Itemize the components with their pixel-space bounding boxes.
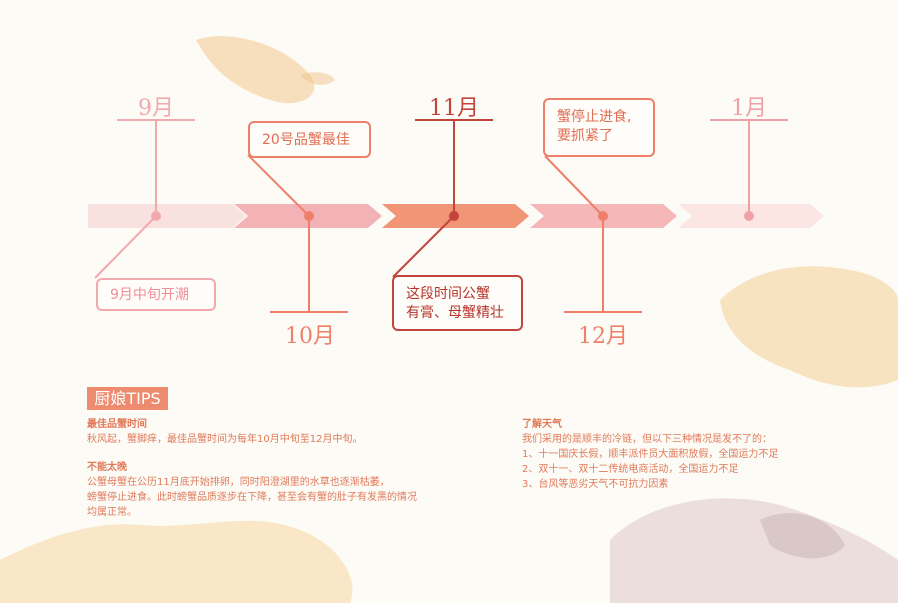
note-text-dec-line1: 蟹停止进食, (557, 109, 632, 125)
tips-late-title: 不能太晚 (87, 462, 127, 473)
tips-weather-line: 2、双十一、双十二传统电商活动，全国运力不足 (522, 464, 739, 475)
note-bubble-sep: 9月中旬开潮 (96, 278, 216, 311)
month-label-jan: 1月 (731, 96, 767, 121)
tips-weather: 了解天气 我们采用的是顺丰的冷链，但以下三种情况是发不了的： 1、十一国庆长假，… (522, 417, 852, 492)
note-text-sep: 9月中旬开潮 (110, 287, 189, 303)
tips-late: 不能太晚 公蟹母蟹在公历11月底开始排卵，同时阳澄湖里的水草也逐渐枯萎， 螃蟹停… (87, 460, 507, 520)
month-label-dec: 12月 (578, 324, 628, 349)
note-text-oct: 20号品蟹最佳 (262, 132, 350, 148)
tips-weather-line: 3、台风等恶劣天气不可抗力因素 (522, 479, 669, 490)
arrow-segment-sep (88, 204, 246, 228)
tips-weather-line: 1、十一国庆长假，顺丰派件员大面积放假，全国运力不足 (522, 449, 779, 460)
note-text-nov-line2: 有膏、母蟹精壮 (406, 305, 504, 321)
watercolor-decoration (0, 36, 898, 603)
month-label-nov: 11月 (429, 96, 479, 121)
tips-late-line: 均属正常。 (87, 507, 137, 518)
note-bubble-dec: 蟹停止进食, 要抓紧了 (543, 98, 655, 157)
month-label-sep: 9月 (138, 96, 174, 121)
month-marker-dec (544, 155, 642, 313)
note-bubble-oct: 20号品蟹最佳 (248, 121, 371, 158)
tips-weather-line: 我们采用的是顺丰的冷链，但以下三种情况是发不了的： (522, 434, 772, 445)
month-marker-nov (392, 119, 493, 278)
month-marker-sep (94, 119, 195, 279)
note-bubble-nov: 这段时间公蟹 有膏、母蟹精壮 (392, 275, 523, 331)
month-label-oct: 10月 (285, 324, 335, 349)
note-text-nov-line1: 这段时间公蟹 (406, 286, 490, 302)
tips-badge: 厨娘TIPS (87, 387, 168, 410)
month-marker-oct (247, 154, 348, 313)
tips-weather-title: 了解天气 (522, 419, 562, 430)
tips-best-time-title: 最佳品蟹时间 (87, 419, 147, 430)
month-marker-jan (710, 119, 788, 221)
tips-best-time-line: 秋风起，蟹脚痒，最佳品蟹时间为每年10月中旬至12月中旬。 (87, 434, 363, 445)
note-text-dec-line2: 要抓紧了 (557, 128, 613, 144)
tips-best-time: 最佳品蟹时间 秋风起，蟹脚痒，最佳品蟹时间为每年10月中旬至12月中旬。 (87, 417, 507, 447)
tips-late-line: 公蟹母蟹在公历11月底开始排卵，同时阳澄湖里的水草也逐渐枯萎， (87, 477, 390, 488)
tips-late-line: 螃蟹停止进食。此时螃蟹品质逐步在下降，甚至会有蟹的肚子有发黑的情况 (87, 492, 417, 503)
